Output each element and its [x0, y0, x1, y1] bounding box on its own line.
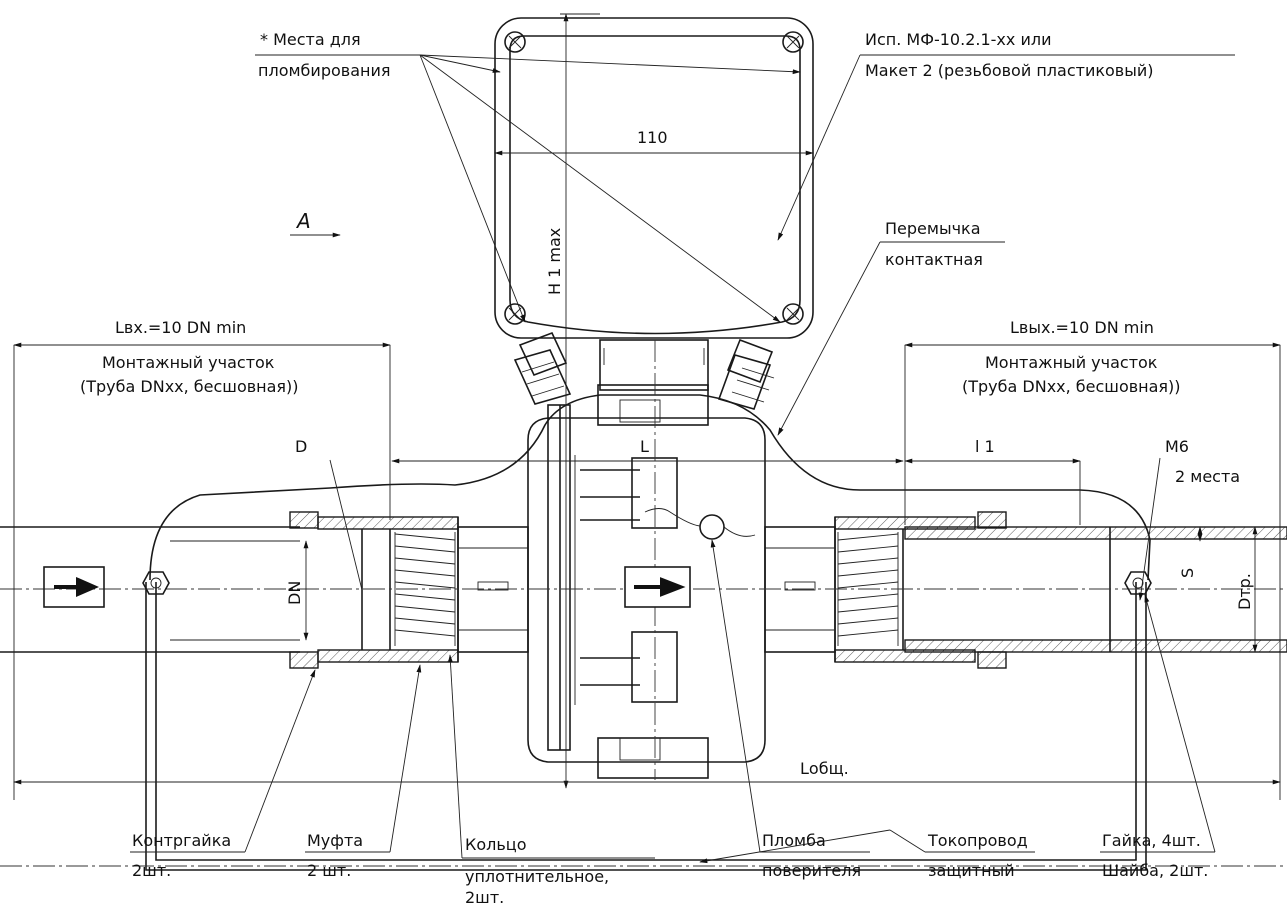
coupling-left: [317, 516, 459, 663]
coupling-label-1: Муфта: [307, 831, 363, 850]
screw-icon: [504, 31, 804, 325]
jumper-label-1: Перемычка: [885, 219, 981, 238]
conductor-label-2: защитный: [928, 861, 1015, 880]
execution-label-1: Исп. МФ-10.2.1-хх или: [865, 30, 1051, 49]
locknut-right: [977, 511, 1007, 669]
cable-gland-left: [513, 331, 572, 405]
text-labels: * Места для пломбирования Исп. МФ-10.2.1…: [80, 30, 1254, 907]
spool-left: [457, 526, 529, 653]
seal-places-label-1: * Места для: [260, 30, 361, 49]
m6-label: M6: [1165, 437, 1189, 456]
cable-gland-right: [717, 338, 775, 410]
flow-arrow-meter-icon: [624, 566, 691, 608]
nut-label-2: Шайба, 2шт.: [1102, 861, 1208, 880]
nut-left-icon: [142, 571, 170, 595]
view-a-label: A: [295, 209, 311, 233]
ring-label-3: 2шт.: [465, 888, 504, 907]
dim-s-label: S: [1178, 568, 1197, 578]
nut-label-1: Гайка, 4шт.: [1102, 831, 1201, 850]
coupling-label-2: 2 шт.: [307, 861, 351, 880]
pipe-right: [904, 526, 1287, 653]
spool-right: [764, 526, 836, 653]
mount-left-label-1: Монтажный участок: [102, 353, 275, 372]
dim-l1-label: l 1: [975, 437, 995, 456]
mount-right-label-1: Монтажный участок: [985, 353, 1158, 372]
verifier-label-2: поверителя: [762, 861, 861, 880]
l-total-label: Lобщ.: [800, 759, 849, 778]
dim-110-label: 110: [637, 128, 668, 147]
dim-dtr-label: Dтр.: [1235, 573, 1254, 610]
electronics-housing: [494, 17, 814, 391]
locknut-label-1: Контргайка: [132, 831, 231, 850]
meter-body: [527, 384, 766, 779]
dim-d-label: D: [295, 437, 307, 456]
nut-right-icon: [1124, 571, 1152, 595]
execution-label-2: Макет 2 (резьбовой пластиковый): [865, 61, 1154, 80]
m6-places-label: 2 места: [1175, 467, 1240, 486]
l-out-label: Lвых.=10 DN min: [1010, 318, 1154, 337]
dimension-lines: [13, 13, 1281, 800]
dim-l-label: L: [640, 437, 649, 456]
ring-label-2: уплотнительное,: [465, 867, 609, 886]
seal-places-label-2: пломбирования: [258, 61, 390, 80]
conductor-label-1: Токопровод: [927, 831, 1028, 850]
locknut-label-2: 2шт.: [132, 861, 171, 880]
verifier-seal-icon: [644, 508, 756, 540]
pipe-left: [0, 526, 300, 653]
leader-lines: [130, 54, 1235, 864]
flow-arrow-inlet-icon: [43, 566, 105, 608]
h1max-label: H 1 max: [545, 228, 564, 295]
contact-jumper: [149, 394, 1151, 581]
dim-dn-label: DN: [285, 581, 304, 605]
ring-label-1: Кольцо: [465, 835, 526, 854]
mount-left-label-2: (Труба DNxx, бесшовная)): [80, 377, 299, 396]
protective-conductor: [155, 582, 1137, 861]
jumper-label-2: контактная: [885, 250, 983, 269]
l-in-label: Lвх.=10 DN min: [115, 318, 246, 337]
verifier-label-1: Пломба: [762, 831, 826, 850]
mount-right-label-2: (Труба DNxx, бесшовная)): [962, 377, 1181, 396]
